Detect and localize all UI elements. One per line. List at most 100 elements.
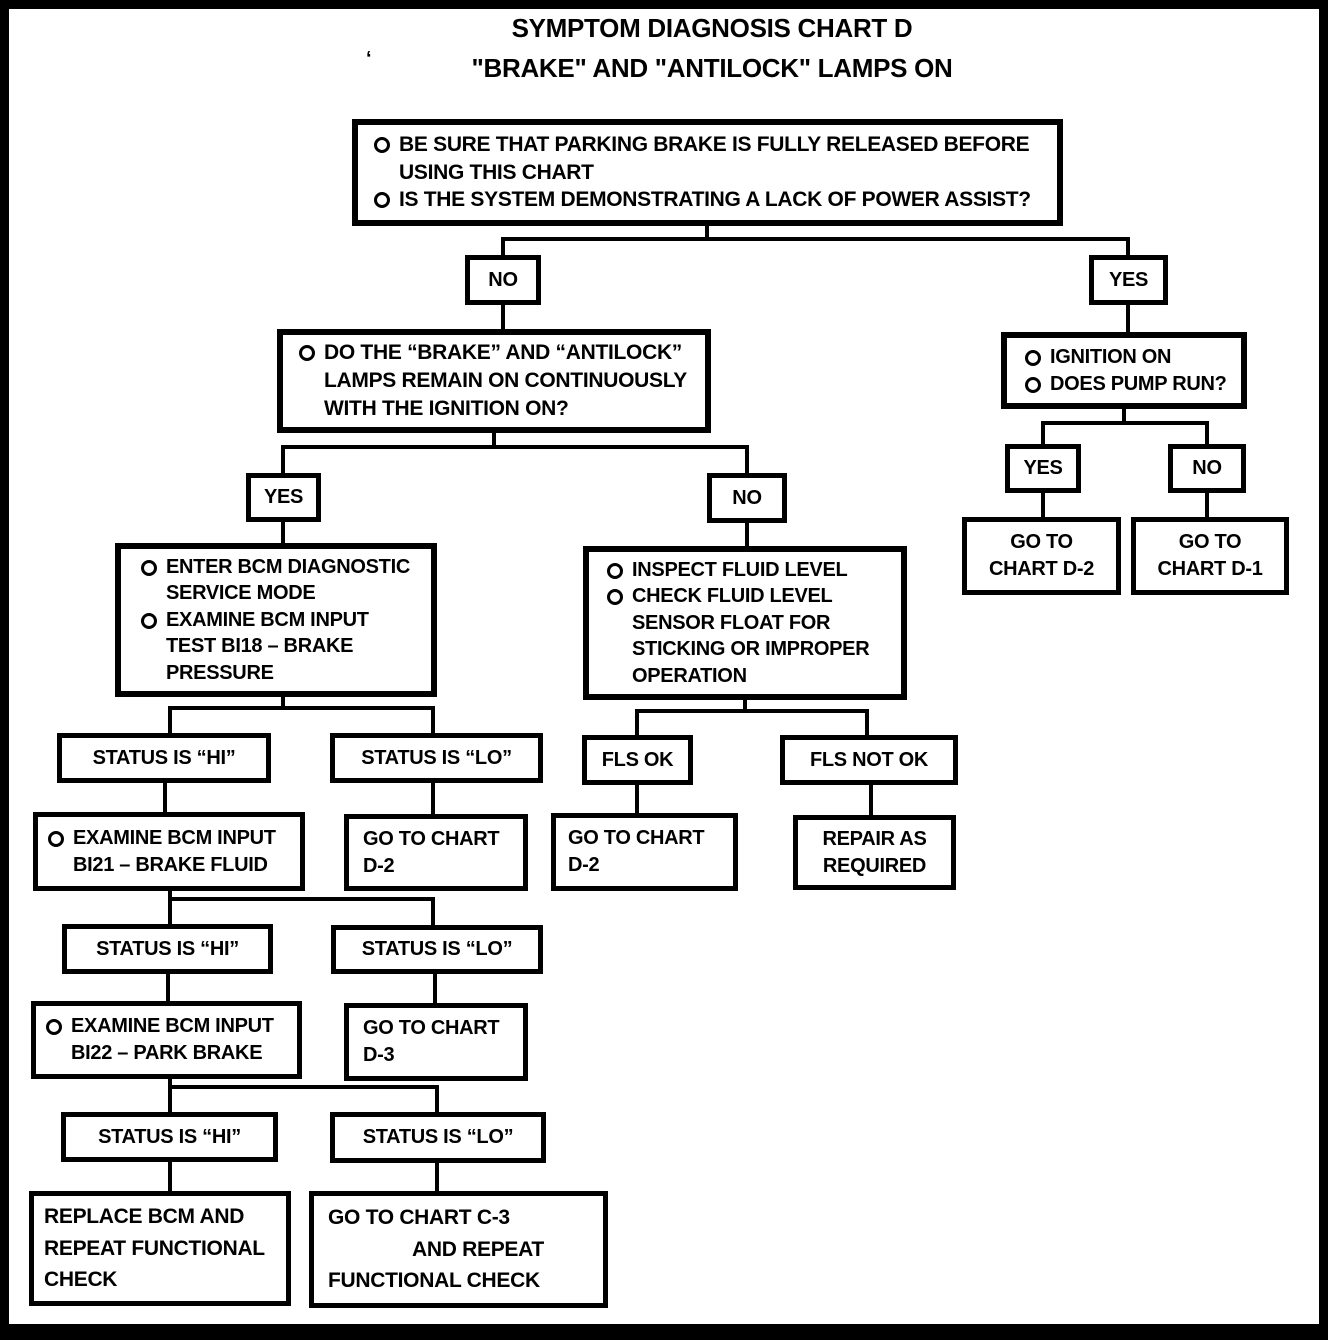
connector [281,445,749,449]
node-status-hi-2: STATUS IS “HI” [62,924,273,974]
bullet-icon [374,136,390,153]
node-inspect-fluid: INSPECT FLUID LEVEL CHECK FLUID LEVEL SE… [583,546,907,700]
node-line: CHECK [44,1268,118,1292]
connector [281,445,285,475]
node-line: AND REPEAT [412,1237,544,1261]
status-label: FLS NOT OK [809,748,929,771]
node-status-lo-1: STATUS IS “LO” [330,733,543,783]
connector [168,706,172,734]
node-status-lo-3: STATUS IS “LO” [330,1112,546,1163]
node-replace-bcm: REPLACE BCM AND REPEAT FUNCTIONAL CHECK [29,1191,291,1306]
branch-label: YES [1108,268,1149,291]
connector [745,445,749,475]
bullet-text: EXAMINE BCM INPUT BI22 – PARK BRAKE [71,1015,274,1064]
connector [435,1162,439,1192]
node-line: REPAIR AS [822,827,927,850]
status-label: FLS OK [601,748,674,771]
page-bottom-bar [0,1324,1328,1340]
node-status-lo-2: STATUS IS “LO” [331,925,543,974]
node-line: GO TO [1178,531,1242,554]
status-label: STATUS IS “HI” [96,937,239,960]
status-label: STATUS IS “LO” [362,1126,514,1149]
connector [163,782,167,813]
connector [501,237,1130,241]
node-lamps-question: DO THE “BRAKE” AND “ANTILOCK” LAMPS REMA… [277,329,711,433]
connector [635,709,639,736]
connector [1041,421,1045,446]
connector [168,1078,172,1087]
bullet-icon [48,830,64,847]
branch-label: NO [732,486,762,509]
node-line: D-3 [363,1044,395,1066]
status-label: STATUS IS “LO” [361,746,512,769]
node-line: D-2 [568,854,600,876]
branch-label: YES [263,486,304,509]
bullet-text: CHECK FLUID LEVEL SENSOR FLOAT FOR STICK… [632,585,870,687]
node-goto-chart-d2-mid: GO TO CHART D-2 [551,813,738,891]
connector [1122,408,1126,423]
bullet-icon [374,192,390,209]
branch-label: NO [488,268,518,291]
node-examine-bi21: EXAMINE BCM INPUT BI21 – BRAKE FLUID [33,812,305,891]
node-goto-chart-d2-right: GO TO CHART D-2 [962,517,1121,595]
node-line: REPEAT FUNCTIONAL [44,1236,265,1260]
node-ignition-question: IGNITION ON DOES PUMP RUN? [1001,332,1247,409]
connector [166,973,170,1002]
node-goto-chart-d2-left: GO TO CHART D-2 [344,814,528,891]
node-enter-bcm: ENTER BCM DIAGNOSTIC SERVICE MODE EXAMIN… [115,543,437,697]
connector [168,1085,439,1089]
connector [865,709,869,736]
chart-title: SYMPTOM DIAGNOSIS CHART D [511,13,913,43]
node-status-hi-1: STATUS IS “HI” [57,733,271,783]
node-no-3: NO [1168,444,1246,493]
node-status-hi-3: STATUS IS “HI” [61,1112,278,1162]
node-line: REPLACE BCM AND [44,1205,245,1229]
connector [1205,421,1209,446]
connector [168,890,172,899]
connector [705,226,709,241]
node-line: REQUIRED [822,854,927,877]
node-line: FUNCTIONAL CHECK [328,1269,540,1293]
connector [433,973,437,1004]
connector [635,784,639,814]
status-label: STATUS IS “HI” [92,746,236,769]
node-line: D-2 [363,854,395,877]
chart-title-block: SYMPTOM DIAGNOSIS CHART D "BRAKE" AND "A… [312,8,1112,88]
node-no-1: NO [465,255,541,305]
node-fls-not-ok: FLS NOT OK [780,735,958,785]
branch-label: YES [1023,457,1063,480]
scan-artifact-mark: ‘ [366,48,372,70]
node-line: CHART D-1 [1157,558,1263,580]
bullet-icon [607,562,623,579]
connector [281,696,285,708]
connector [635,709,869,713]
connector [281,521,285,545]
node-goto-chart-d3: GO TO CHART D-3 [344,1003,528,1081]
node-goto-chart-c3: GO TO CHART C-3 AND REPEAT FUNCTIONAL CH… [309,1191,608,1308]
node-line: GO TO CHART [363,1017,500,1040]
status-label: STATUS IS “HI” [98,1125,241,1148]
connector [745,522,749,548]
bullet-text: EXAMINE BCM INPUT BI21 – BRAKE FLUID [73,826,276,876]
connector [168,897,435,901]
connector [168,897,172,925]
bullet-icon [607,589,623,606]
node-line: GO TO CHART [568,827,705,850]
bullet-icon [46,1019,62,1036]
bullet-text: BE SURE THAT PARKING BRAKE IS FULLY RELE… [399,132,1030,184]
bullet-icon [141,612,157,629]
node-goto-chart-d1: GO TO CHART D-1 [1131,517,1289,595]
node-line: GO TO CHART [363,827,500,850]
connector [1205,492,1209,518]
bullet-icon [1025,376,1041,393]
connector [435,1085,439,1113]
chart-subtitle: "BRAKE" AND "ANTILOCK" LAMPS ON [471,53,953,83]
node-no-2: NO [707,473,787,523]
node-line: CHART D-2 [988,558,1095,580]
connector [492,432,496,447]
connector [501,237,505,257]
bullet-text: DOES PUMP RUN? [1050,372,1227,395]
bullet-text: INSPECT FLUID LEVEL [632,558,848,581]
connector [501,305,505,331]
